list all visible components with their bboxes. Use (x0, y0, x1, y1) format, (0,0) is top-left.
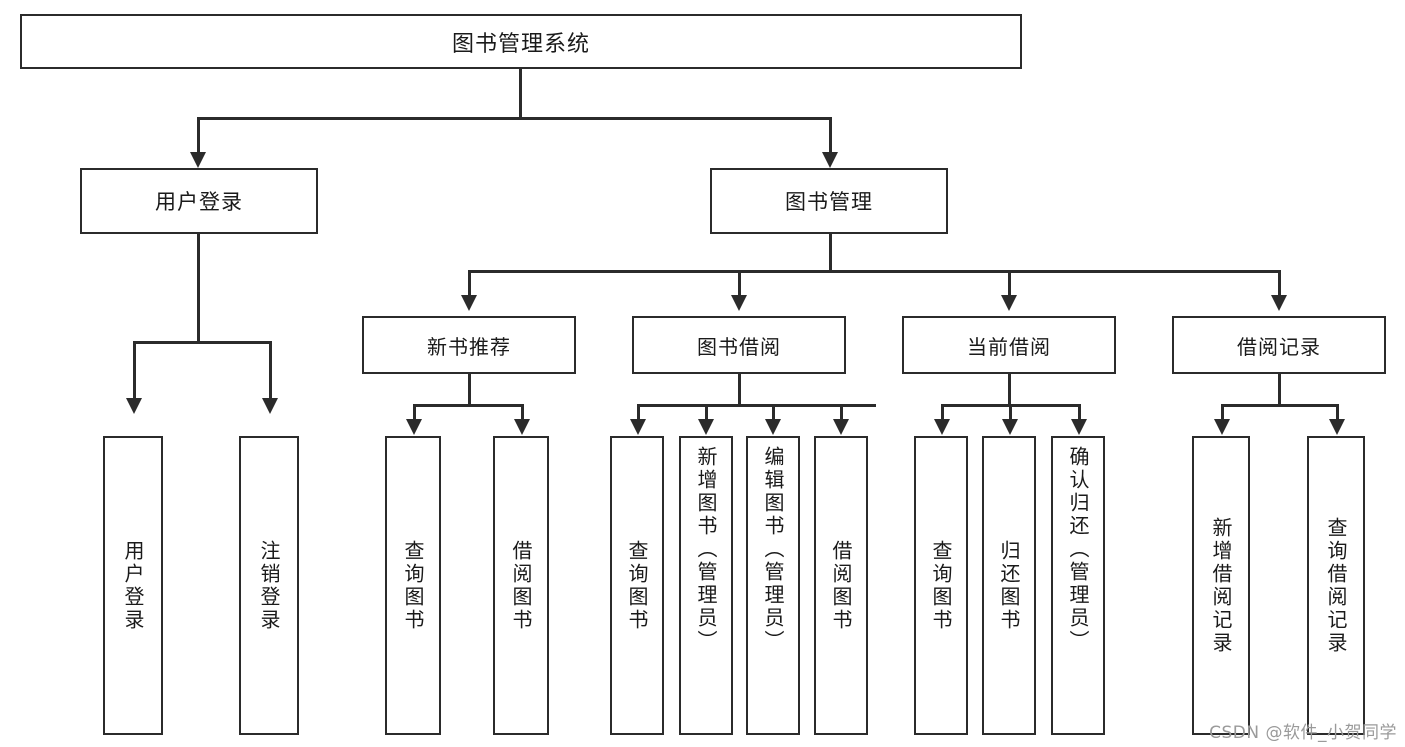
node-borrow-record[interactable]: 借阅记录 (1172, 316, 1386, 374)
arrowhead-current-borrow (1001, 295, 1017, 311)
leaf-label: 查询图书 (401, 539, 425, 632)
leaf-label: 查询图书 (929, 539, 953, 632)
node-root-system[interactable]: 图书管理系统 (20, 14, 1022, 69)
leaf-label: 借阅图书 (509, 539, 533, 632)
arrowhead-bb-leaf2 (698, 419, 714, 435)
connector-user-login-leaf1 (133, 341, 136, 401)
connector-current-borrow-stem (1008, 374, 1011, 406)
arrowhead-nb-leaf2 (514, 419, 530, 435)
arrowhead-new-book (461, 295, 477, 311)
leaf-query-book-current[interactable]: 查询图书 (914, 436, 968, 735)
watermark: CSDN @软件_小贺同学 (1209, 723, 1397, 743)
node-current-borrow[interactable]: 当前借阅 (902, 316, 1116, 374)
leaf-label: 新增借阅记录 (1209, 516, 1233, 655)
arrowhead-cb-leaf2 (1002, 419, 1018, 435)
arrowhead-book-borrow (731, 295, 747, 311)
leaf-label: 编辑图书（管理员） (761, 446, 785, 653)
connector-cb-leaf1 (941, 404, 944, 422)
node-new-book-recommend[interactable]: 新书推荐 (362, 316, 576, 374)
node-book-management[interactable]: 图书管理 (710, 168, 948, 234)
connector-cb-leaf2 (1009, 404, 1012, 422)
leaf-borrow-book[interactable]: 借阅图书 (814, 436, 868, 735)
connector-user-login-leaf2 (269, 341, 272, 401)
leaf-label: 注销登录 (257, 539, 281, 632)
connector-new-book-bus (413, 404, 523, 407)
node-user-login[interactable]: 用户登录 (80, 168, 318, 234)
connector-to-borrow-record (1278, 270, 1281, 298)
connector-root-to-book-mgmt (829, 117, 832, 155)
leaf-query-borrow-record[interactable]: 查询借阅记录 (1307, 436, 1365, 735)
connector-root-bus (197, 117, 831, 120)
arrowhead-leaf-logout (262, 398, 278, 414)
connector-book-mgmt-stem (829, 234, 832, 272)
arrowhead-nb-leaf1 (406, 419, 422, 435)
connector-to-new-book (468, 270, 471, 298)
node-label: 图书借阅 (697, 334, 781, 359)
leaf-label: 新增图书（管理员） (694, 446, 718, 653)
connector-root-to-user-login (197, 117, 200, 155)
leaf-confirm-return-admin[interactable]: 确认归还（管理员） (1051, 436, 1105, 735)
connector-new-book-leaf2 (521, 404, 524, 422)
node-label: 用户登录 (155, 190, 243, 214)
leaf-return-book[interactable]: 归还图书 (982, 436, 1036, 735)
node-label: 新书推荐 (427, 334, 511, 359)
connector-book-borrow-bus (637, 404, 876, 407)
arrowhead-user-login (190, 152, 206, 168)
connector-book-borrow-stem (738, 374, 741, 406)
connector-borrow-record-bus (1221, 404, 1338, 407)
connector-new-book-stem (468, 374, 471, 406)
arrowhead-bb-leaf4 (833, 419, 849, 435)
leaf-label: 确认归还（管理员） (1066, 446, 1090, 653)
node-label: 图书管理系统 (451, 31, 590, 57)
connector-user-login-bus (133, 341, 271, 344)
node-label: 借阅记录 (1237, 334, 1321, 359)
arrowhead-leaf-user-login (126, 398, 142, 414)
arrowhead-cb-leaf3 (1071, 419, 1087, 435)
arrowhead-bb-leaf1 (630, 419, 646, 435)
arrowhead-bb-leaf3 (765, 419, 781, 435)
connector-root-stem (519, 69, 522, 119)
leaf-query-book-borrow[interactable]: 查询图书 (610, 436, 664, 735)
arrowhead-book-mgmt (822, 152, 838, 168)
arrowhead-br-leaf1 (1214, 419, 1230, 435)
arrowhead-br-leaf2 (1329, 419, 1345, 435)
arrowhead-borrow-record (1271, 295, 1287, 311)
leaf-add-book-admin[interactable]: 新增图书（管理员） (679, 436, 733, 735)
leaf-query-book-recommend[interactable]: 查询图书 (385, 436, 441, 735)
arrowhead-cb-leaf1 (934, 419, 950, 435)
connector-to-current-borrow (1008, 270, 1011, 298)
connector-new-book-leaf1 (413, 404, 416, 422)
connector-borrow-record-stem (1278, 374, 1281, 406)
leaf-label: 查询图书 (625, 539, 649, 632)
connector-to-book-borrow (738, 270, 741, 298)
connector-level2-bus (468, 270, 1279, 273)
leaf-add-borrow-record[interactable]: 新增借阅记录 (1192, 436, 1250, 735)
node-label: 图书管理 (785, 190, 873, 214)
connector-br-leaf1 (1221, 404, 1224, 422)
leaf-label: 借阅图书 (829, 539, 853, 632)
connector-br-leaf2 (1336, 404, 1339, 422)
connector-bb-leaf2 (705, 404, 708, 422)
leaf-label: 归还图书 (997, 539, 1021, 632)
connector-bb-leaf1 (637, 404, 640, 422)
leaf-edit-book-admin[interactable]: 编辑图书（管理员） (746, 436, 800, 735)
leaf-logout[interactable]: 注销登录 (239, 436, 299, 735)
leaf-label: 查询借阅记录 (1324, 516, 1348, 655)
connector-bb-leaf4 (840, 404, 843, 422)
node-label: 当前借阅 (967, 334, 1051, 359)
leaf-label: 用户登录 (121, 539, 145, 632)
node-book-borrow[interactable]: 图书借阅 (632, 316, 846, 374)
leaf-user-login[interactable]: 用户登录 (103, 436, 163, 735)
connector-cb-leaf3 (1078, 404, 1081, 422)
connector-user-login-stem (197, 234, 200, 343)
leaf-borrow-book-recommend[interactable]: 借阅图书 (493, 436, 549, 735)
connector-bb-leaf3 (772, 404, 775, 422)
